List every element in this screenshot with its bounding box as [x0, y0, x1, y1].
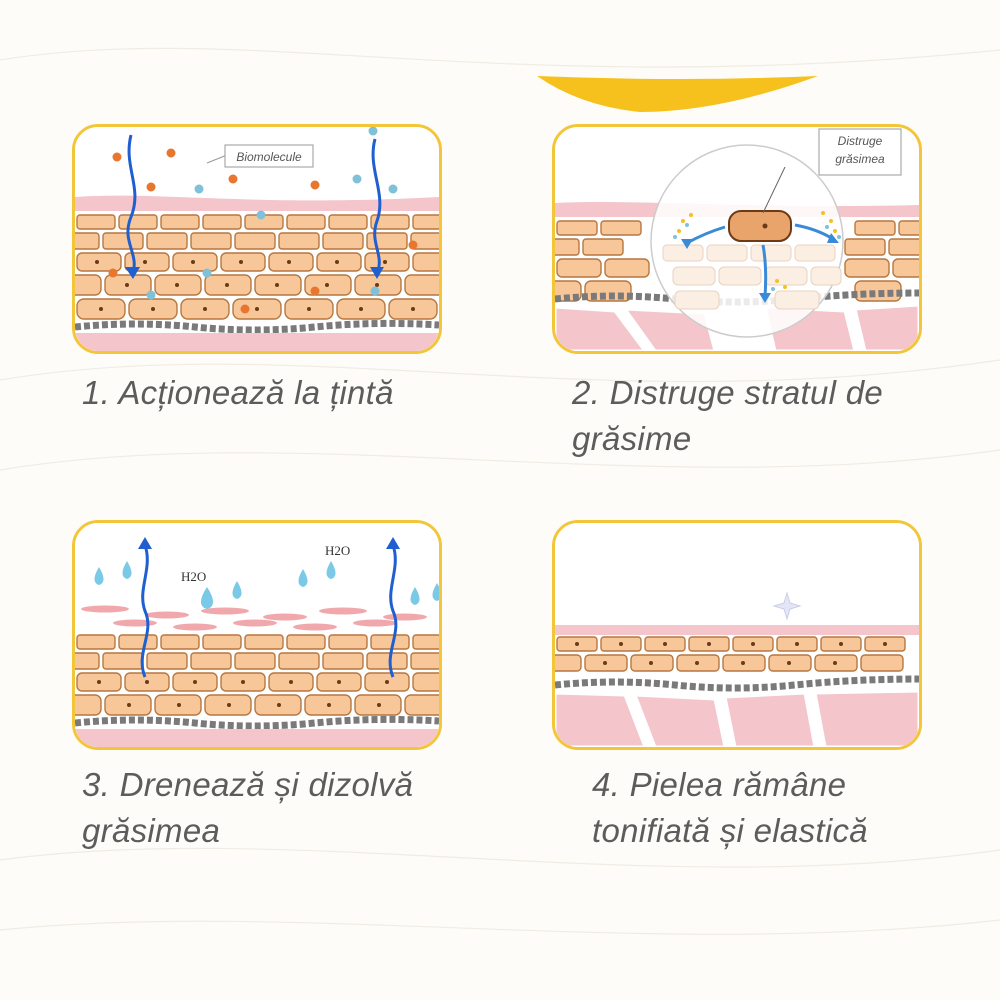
- up-arrow-right: [388, 544, 398, 678]
- down-arrow-left: [126, 134, 137, 274]
- down-arrow-right: [371, 138, 382, 274]
- biomolecule-label: Biomolecule: [236, 150, 302, 164]
- step-3-caption: 3. Drenează și dizolvă grăsimea: [82, 766, 414, 849]
- fat-cell: [728, 210, 792, 242]
- step-3-illustration: H2O H2O: [72, 520, 442, 750]
- step-3-skin-svg: H2O H2O: [75, 523, 439, 747]
- up-arrow-left: [140, 544, 150, 678]
- basal-layer: [75, 319, 439, 334]
- step-1-caption: 1. Acționează la țintă: [82, 374, 394, 411]
- step-1-skin-svg: Biomolecule: [75, 127, 439, 351]
- step-4-skin-svg: [555, 523, 919, 747]
- h2o-label-right: H2O: [325, 543, 350, 558]
- step-4-illustration: [552, 520, 922, 750]
- step-2-skin-svg: Distruge grăsimea: [555, 127, 919, 351]
- water-drops: [94, 561, 439, 609]
- decorative-top-band: [537, 76, 818, 112]
- step-4-caption: 4. Pielea rămâne tonifiată și elastică: [592, 766, 868, 849]
- h2o-label-left: H2O: [181, 569, 206, 584]
- destroy-fat-label-line1: Distruge: [838, 134, 883, 148]
- destroy-fat-label-line2: grăsimea: [835, 152, 885, 166]
- step-2-caption: 2. Distruge stratul de grăsime: [572, 374, 884, 457]
- biomolecule-dots: [108, 127, 418, 314]
- step-1-illustration: Biomolecule: [72, 124, 442, 354]
- sparkle-icon: [772, 591, 802, 621]
- step-2-illustration: Distruge grăsimea: [552, 124, 922, 354]
